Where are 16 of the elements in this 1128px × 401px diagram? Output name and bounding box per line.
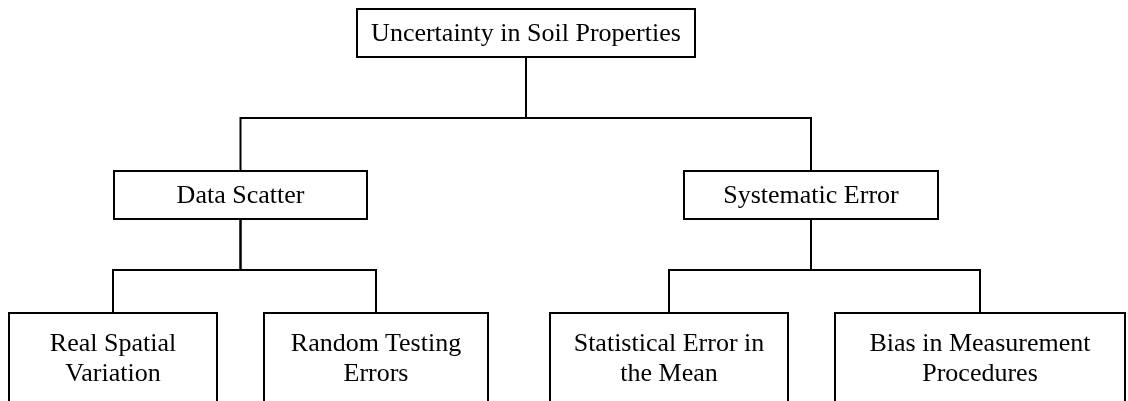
connector-line (810, 219, 981, 313)
category-box (549, 312, 789, 401)
category-box (8, 312, 218, 401)
box-label: Real Spatial Variation (48, 328, 178, 388)
box-label: Statistical Error in the Mean (572, 328, 766, 388)
box-label: Systematic Error (722, 180, 900, 210)
connector-line (239, 219, 377, 313)
category-box (263, 312, 489, 401)
box-label: Data Scatter (175, 180, 306, 210)
box-label: Bias in Measurement Procedures (868, 328, 1092, 388)
box-label: Uncertainty in Soil Properties (370, 18, 682, 48)
category-box (834, 312, 1126, 401)
category-box (113, 170, 368, 220)
category-box (683, 170, 939, 220)
box-label: Random Testing Errors (289, 328, 463, 388)
category-box (356, 8, 696, 58)
